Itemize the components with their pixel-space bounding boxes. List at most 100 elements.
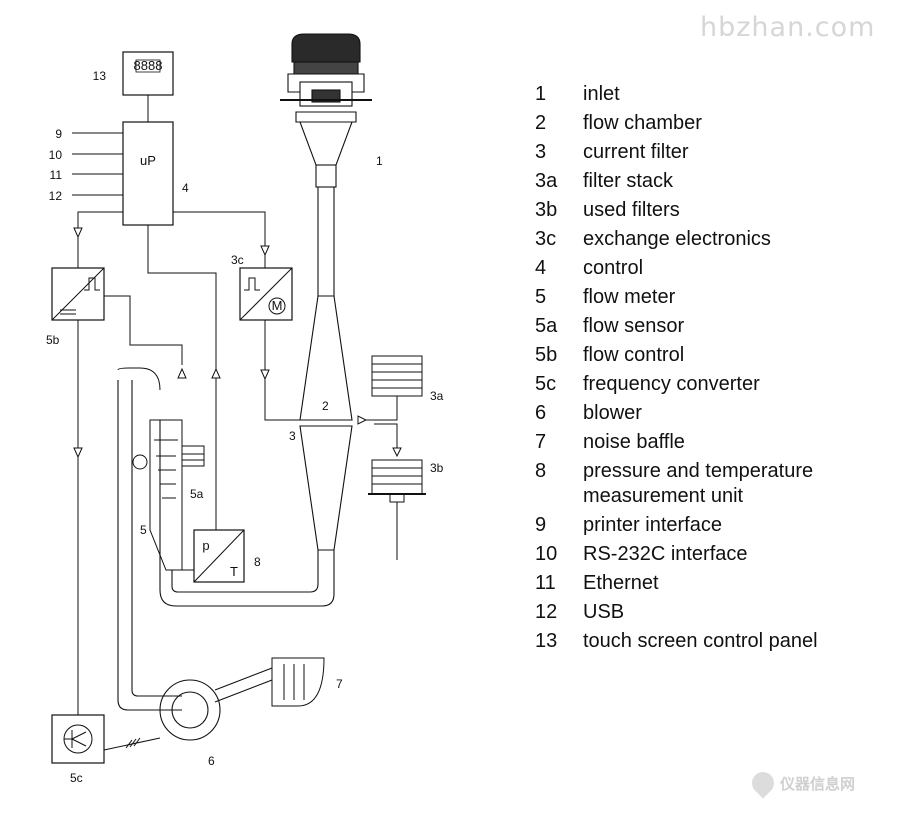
- label-5b: 5b: [46, 333, 60, 347]
- legend-key: 12: [535, 601, 558, 623]
- flow-control-box: [51, 267, 105, 321]
- exchange-line: [264, 320, 302, 421]
- legend-text: frequency converter: [583, 373, 760, 395]
- exchange-electronics-box: M: [239, 267, 293, 321]
- legend-text: flow control: [583, 344, 685, 366]
- interface-lines: [72, 132, 123, 196]
- legend-item: 3c exchange electronics: [535, 227, 853, 252]
- legend-key: 8: [535, 460, 547, 482]
- legend-text: flow sensor: [583, 315, 685, 337]
- legend-key: 5a: [535, 315, 558, 337]
- logo-drop-icon: [747, 767, 779, 799]
- label-1: 1: [376, 154, 383, 168]
- up-text: uP: [140, 153, 156, 168]
- meter-bypass: [117, 367, 161, 391]
- legend-text: USB: [583, 601, 625, 623]
- label-2: 2: [322, 399, 329, 413]
- legend-item: 13 touch screen control panel: [535, 629, 853, 654]
- pt-unit: p T: [172, 529, 245, 583]
- legend-item: 2 flow chamber: [535, 111, 853, 136]
- main-pipe: [159, 420, 335, 607]
- legend-text: exchange electronics: [583, 228, 771, 250]
- legend-text: flow chamber: [583, 112, 702, 134]
- label-5a: 5a: [190, 487, 204, 501]
- legend-key: 13: [535, 630, 558, 652]
- legend-text: inlet: [583, 83, 620, 105]
- filter-feed-arrow: [357, 415, 368, 425]
- filter-feed-line: [360, 396, 398, 421]
- legend-item: 12 USB: [535, 600, 853, 625]
- label-3c: 3c: [231, 253, 244, 267]
- label-6: 6: [208, 754, 215, 768]
- legend-item: 3 current filter: [535, 140, 853, 165]
- legend-item: 5b flow control: [535, 343, 853, 368]
- legend-item: 3a filter stack: [535, 169, 853, 194]
- used-filters: [368, 459, 426, 560]
- legend-key: 5b: [535, 344, 558, 366]
- label-13: 13: [93, 69, 107, 83]
- legend-item: 5a flow sensor: [535, 314, 853, 339]
- legend-item: 8 pressure and temperature measurement un…: [535, 459, 853, 509]
- legend-text: touch screen control panel: [583, 630, 818, 652]
- blower-loop: [117, 380, 182, 711]
- label-9: 9: [55, 127, 62, 141]
- footer-logo: 仪器信息网: [747, 767, 856, 799]
- legend-key: 2: [535, 112, 547, 134]
- label-5: 5: [140, 523, 147, 537]
- t-text: T: [230, 564, 238, 579]
- legend-key: 3: [535, 141, 547, 163]
- watermark: hbzhan.com: [700, 12, 876, 43]
- legend-key: 3b: [535, 199, 558, 221]
- label-3: 3: [289, 429, 296, 443]
- legend-text: pressure and temperature measurement uni…: [583, 460, 814, 507]
- touch-panel: 8888: [122, 51, 174, 96]
- control-unit: uP: [122, 121, 174, 226]
- legend-text: noise baffle: [583, 431, 685, 453]
- legend-key: 3a: [535, 170, 558, 192]
- legend-key: 6: [535, 402, 547, 424]
- legend-key: 3c: [535, 228, 557, 250]
- legend-text: RS-232C interface: [583, 543, 748, 565]
- filter-stack: [371, 355, 423, 397]
- label-3b: 3b: [430, 461, 444, 475]
- filter-exit-line: [374, 423, 398, 452]
- frequency-converter: [51, 714, 105, 764]
- sensor-signal-line: [104, 295, 183, 365]
- drive-hatch: [125, 737, 141, 749]
- legend-text: current filter: [583, 141, 689, 163]
- legend-key: 10: [535, 543, 558, 565]
- legend-item: 4 control: [535, 256, 853, 281]
- legend-text: filter stack: [583, 170, 674, 192]
- legend-item: 6 blower: [535, 401, 853, 426]
- footer-logo-text: 仪器信息网: [780, 774, 856, 793]
- label-3a: 3a: [430, 389, 444, 403]
- label-10: 10: [49, 148, 63, 162]
- exchange-arrow: [260, 369, 270, 381]
- label-7: 7: [336, 677, 343, 691]
- legend-text: blower: [583, 402, 642, 424]
- flow-chamber: [299, 187, 353, 551]
- legend-key: 7: [535, 431, 547, 453]
- p-text: p: [202, 538, 209, 553]
- legend-key: 11: [535, 572, 556, 594]
- legend-text: printer interface: [583, 514, 722, 536]
- noise-baffle: [271, 657, 325, 707]
- label-4: 4: [182, 181, 189, 195]
- panel-display-glyph: 8888: [134, 58, 163, 73]
- legend-key: 5c: [535, 373, 557, 395]
- blower: [159, 667, 273, 741]
- legend-text: control: [583, 257, 644, 279]
- flow-control-arrow: [73, 447, 83, 459]
- legend-key: 9: [535, 514, 547, 536]
- legend-item: 5c frequency converter: [535, 372, 853, 397]
- inlet-head: [280, 33, 372, 188]
- legend-key: 4: [535, 257, 547, 279]
- label-12: 12: [49, 189, 63, 203]
- legend-key: 5: [535, 286, 547, 308]
